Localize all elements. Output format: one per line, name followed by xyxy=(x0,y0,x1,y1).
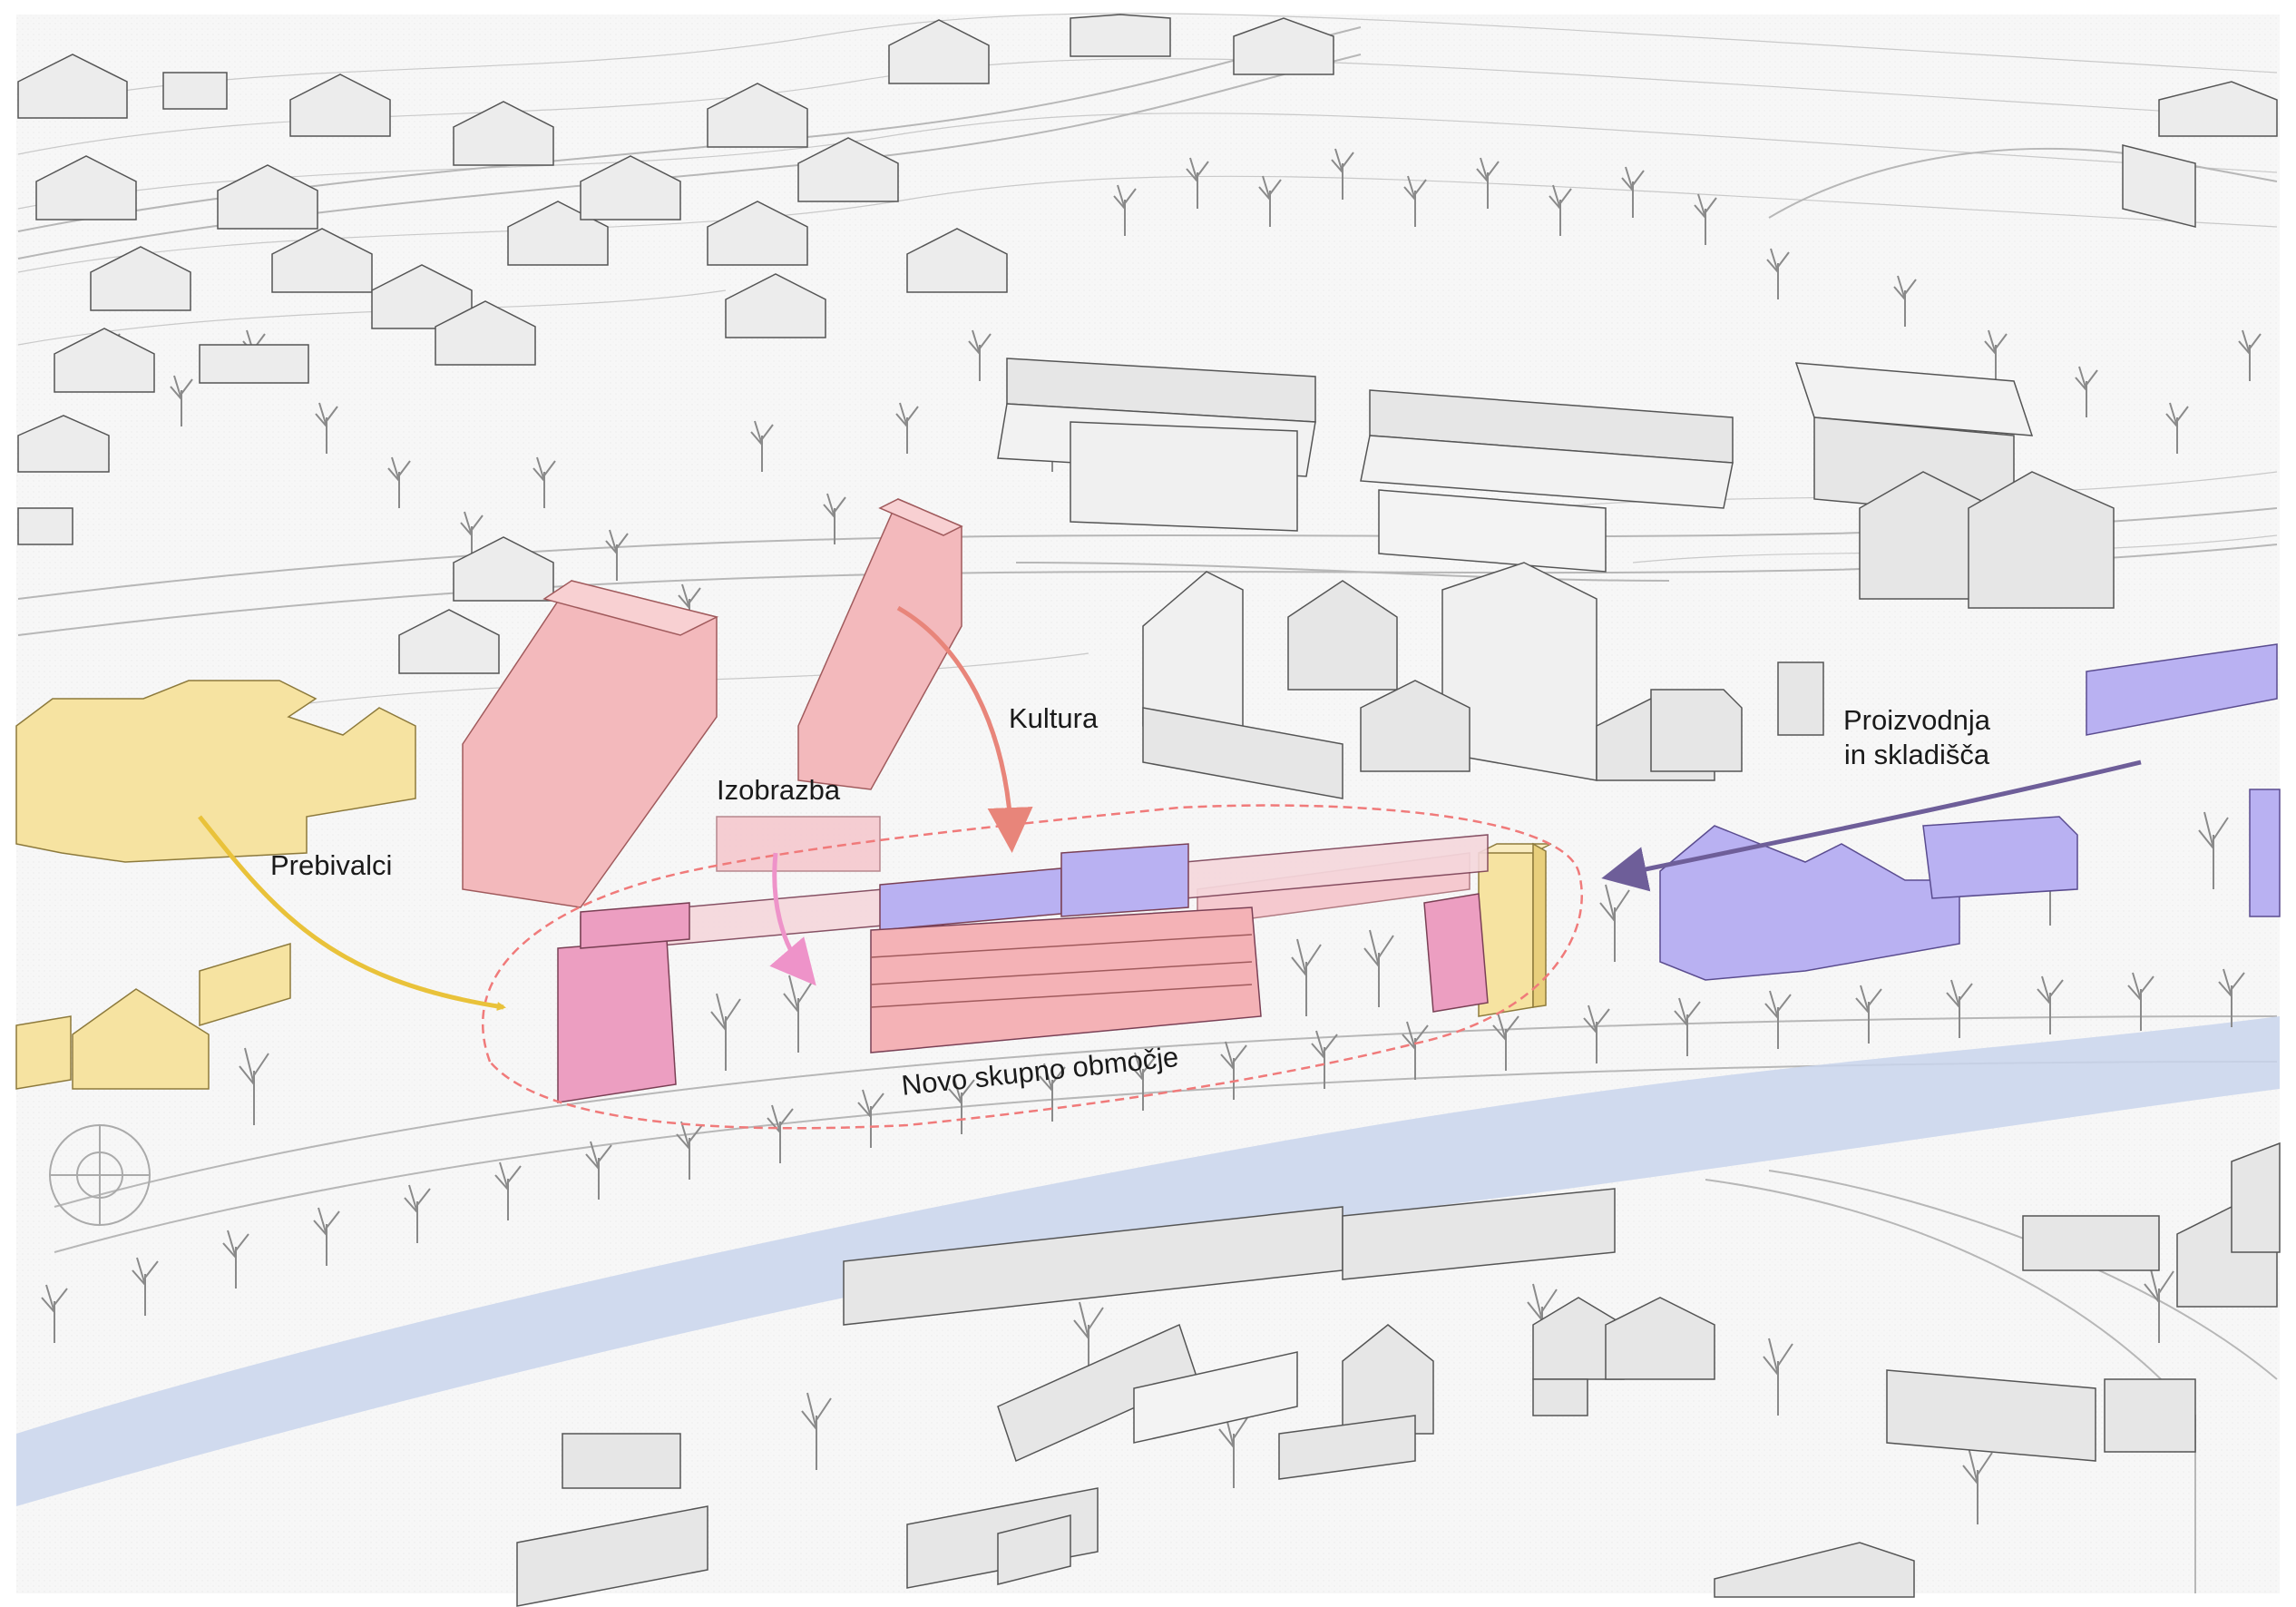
culture-label: Kultura xyxy=(1009,702,1099,734)
magenta-block-east xyxy=(1423,893,1489,1013)
production-arrow xyxy=(1601,759,2142,892)
residents-block-west xyxy=(15,680,416,863)
production-label-line1: Proizvodnja xyxy=(1843,704,1990,736)
roads xyxy=(17,26,2278,1593)
residents-house-1 xyxy=(72,988,210,1090)
residents-label: Prebivalci xyxy=(270,849,393,881)
river xyxy=(16,1016,2280,1506)
residents-arrow xyxy=(198,815,506,1011)
hall-north-2 xyxy=(1070,421,1298,532)
residents-house-2 xyxy=(15,1015,72,1090)
residents-house-3 xyxy=(199,942,291,1027)
new-area-buildings xyxy=(557,834,1489,1103)
magenta-block-west xyxy=(557,938,677,1103)
roundabout xyxy=(49,1124,151,1226)
culture-arrow xyxy=(896,605,1033,853)
production-label-line2: in skladišča xyxy=(1843,739,1990,770)
existing-buildings xyxy=(17,14,2281,1607)
new-area-outline xyxy=(482,804,1583,1130)
education-arrow xyxy=(769,852,816,986)
production-label: Proizvodnja in skladišča xyxy=(1843,703,1990,772)
production-house xyxy=(1922,816,2078,899)
production-hall-east xyxy=(2249,789,2281,917)
main-hall xyxy=(870,906,1262,1053)
production-bar-2 xyxy=(1060,843,1189,917)
culture-buildings xyxy=(462,498,963,908)
production-buildings xyxy=(1659,643,2281,981)
education-label: Izobrazba xyxy=(717,774,841,806)
residents-buildings xyxy=(15,680,1552,1090)
production-hall-ne xyxy=(2086,643,2278,736)
